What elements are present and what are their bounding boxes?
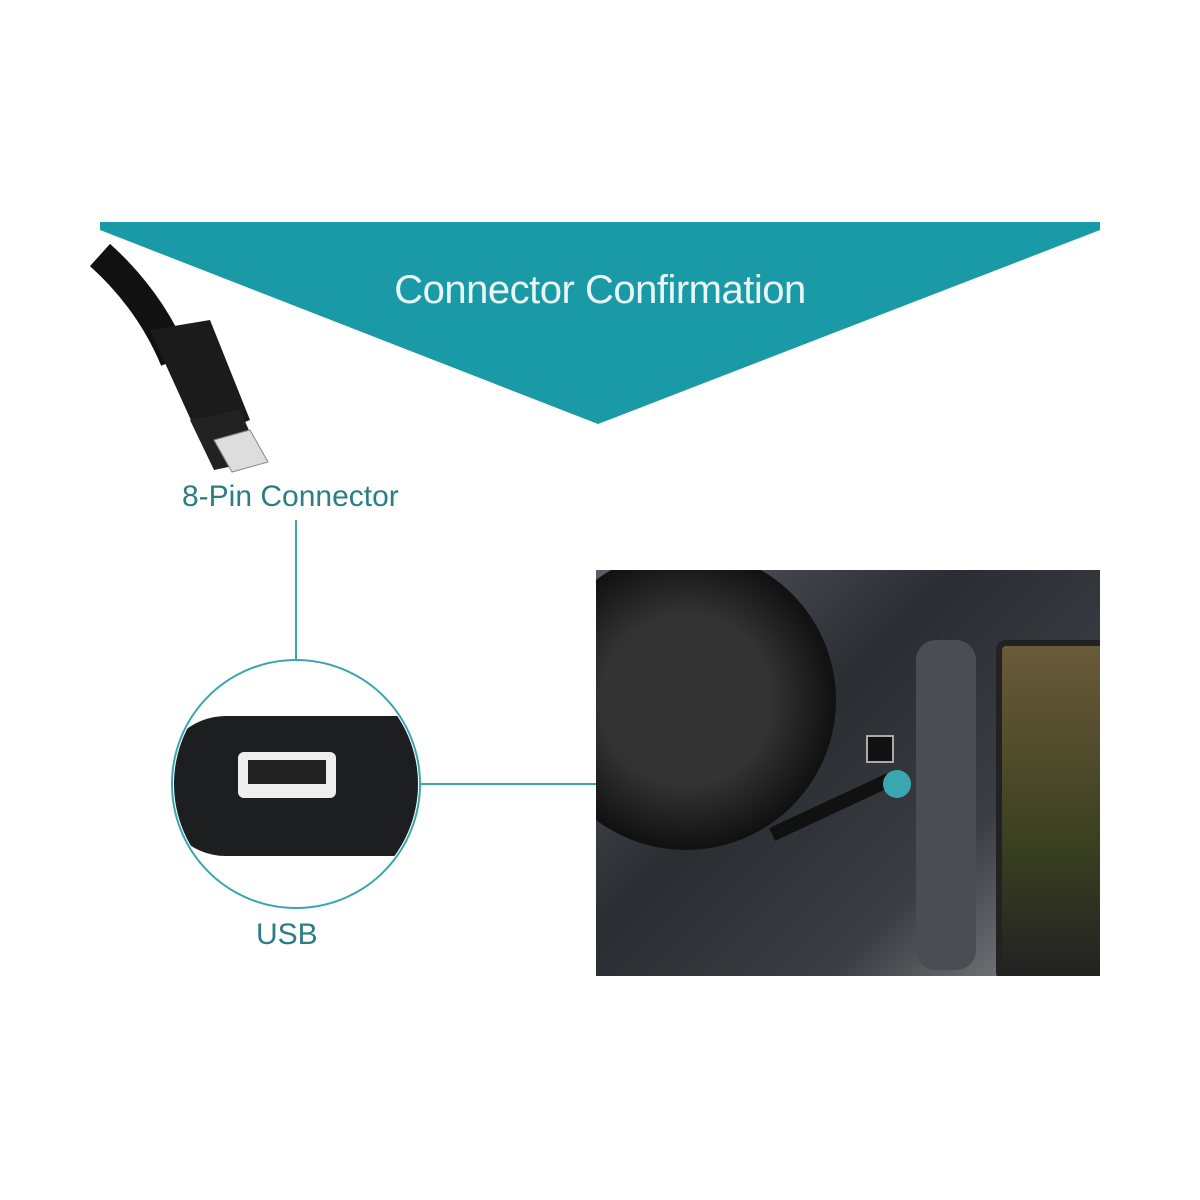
lens — [596, 570, 836, 850]
camera-screen — [996, 640, 1100, 976]
camera-photo — [596, 570, 1100, 976]
port-indicator-dot — [883, 770, 911, 798]
button-panel — [916, 640, 976, 970]
usb-label: USB — [256, 918, 318, 951]
cable-connector-illustration — [89, 243, 269, 473]
teal-banner — [100, 222, 1100, 424]
banner-title: Connector Confirmation — [394, 268, 806, 312]
usb-port-closeup — [174, 716, 418, 856]
usb-port — [866, 735, 894, 763]
connector-label: 8-Pin Connector — [182, 480, 399, 513]
